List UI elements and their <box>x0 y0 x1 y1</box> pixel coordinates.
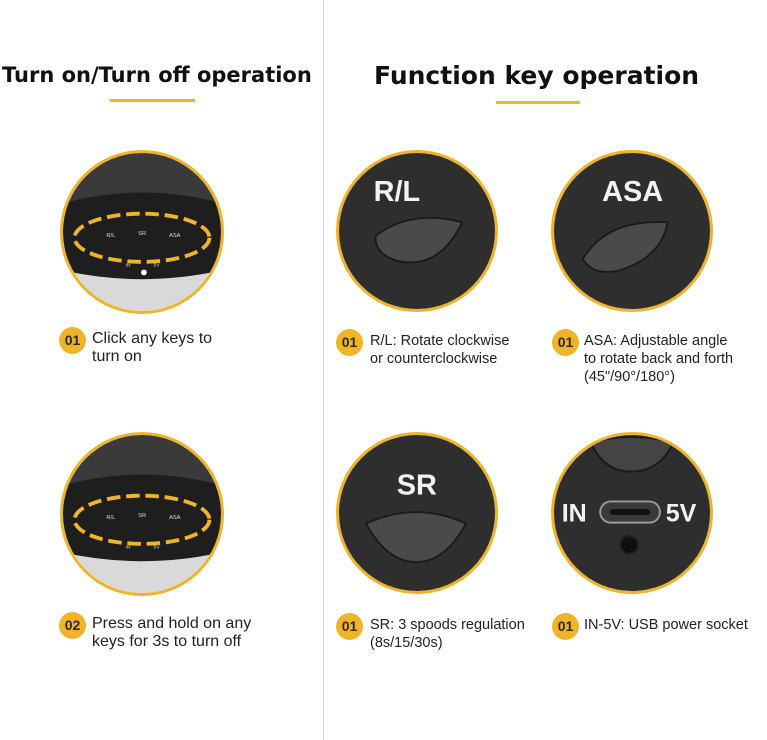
asa-key-label: ASA <box>602 176 663 208</box>
asa-caption: ASA: Adjustable angle to rotate back and… <box>584 333 734 385</box>
right-title: Function key operation <box>374 61 700 90</box>
step-badge: 01 <box>552 613 579 640</box>
column-divider <box>323 0 324 740</box>
power-off-caption: Press and hold on any keys for 3s to tur… <box>92 615 252 650</box>
5v-label: 5V <box>666 500 697 528</box>
usb-port-illustration: IN 5V <box>551 432 713 594</box>
panel-label-5v: 5V <box>154 263 161 269</box>
sr-key-label: SR <box>397 470 437 502</box>
rl-caption: R/L: Rotate clockwise or counterclockwis… <box>370 333 510 367</box>
step-badge: 01 <box>59 327 86 354</box>
step-badge: 01 <box>336 329 363 356</box>
in-label: IN <box>562 500 587 528</box>
panel-label-rl: R/L <box>106 515 116 521</box>
power-on-illustration: R/L SR ASA IN 5V <box>60 150 224 314</box>
left-title-underline <box>110 99 195 102</box>
panel-label-sr: SR <box>138 231 146 237</box>
panel-label-5v: 5V <box>154 545 161 551</box>
sr-key-illustration: SR <box>336 432 498 594</box>
power-on-caption: Click any keys to turn on <box>92 330 213 365</box>
panel-label-rl: R/L <box>106 233 116 239</box>
step-badge: 01 <box>552 329 579 356</box>
panel-label-asa: ASA <box>169 515 181 521</box>
panel-label-in: IN <box>126 263 131 269</box>
rl-key-label: R/L <box>374 176 421 208</box>
step-badge: 01 <box>336 613 363 640</box>
panel-label-asa: ASA <box>169 233 181 239</box>
panel-label-in: IN <box>126 545 131 551</box>
step-badge: 02 <box>59 612 86 639</box>
left-title: Turn on/Turn off operation <box>2 63 312 87</box>
power-off-illustration: R/L SR ASA IN 5V <box>60 432 224 596</box>
panel-label-sr: SR <box>138 513 146 519</box>
asa-key-illustration: ASA <box>551 150 713 312</box>
right-title-underline <box>496 101 580 104</box>
sr-caption: SR: 3 spoods regulation (8s/15/30s) <box>370 617 525 651</box>
rl-key-illustration: R/L <box>336 150 498 312</box>
usb-caption: IN-5V: USB power socket <box>584 617 748 633</box>
